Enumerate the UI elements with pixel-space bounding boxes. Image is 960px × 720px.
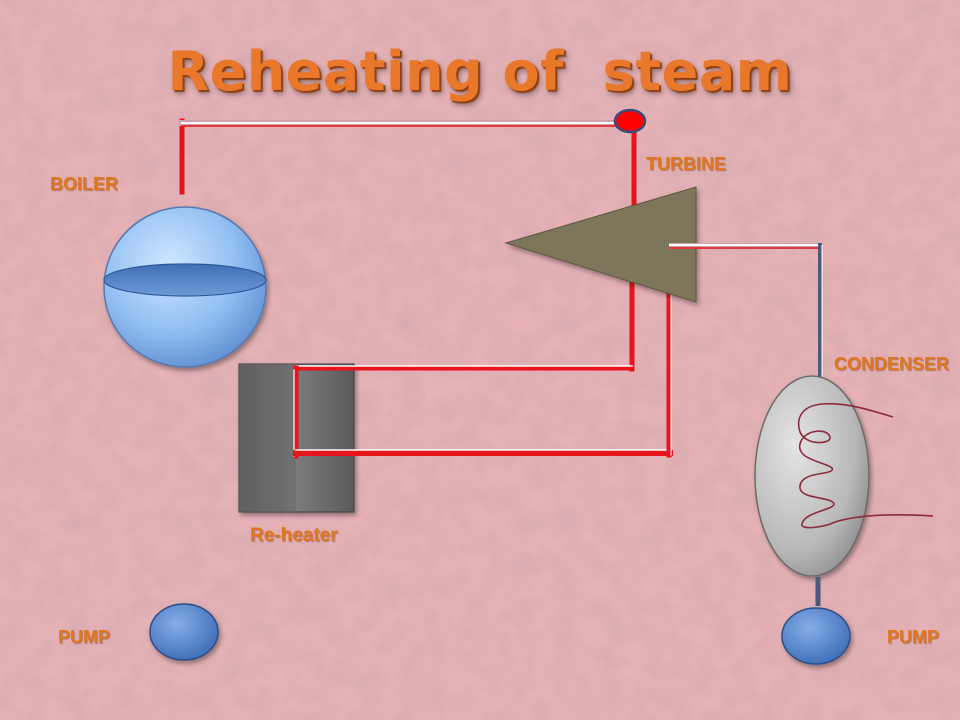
pump-left [149,603,219,661]
condenser-label: CONDENSER [834,354,950,374]
turbine-label: TURBINE [646,154,726,174]
pump-left-label: PUMP [58,627,111,647]
reheater-block [238,363,355,513]
steam-pipes [179,118,673,459]
steam-valve [613,108,647,134]
boiler-label: BOILER [50,174,119,194]
page-title: Reheating of steam [167,40,793,103]
exhaust-pipe [669,243,823,377]
pump-right-label: PUMP [887,627,940,647]
reheater-label: Re-heater [250,525,338,546]
boiler-drum [103,206,267,368]
pump-right [781,607,851,665]
condenser-coil [797,402,934,529]
